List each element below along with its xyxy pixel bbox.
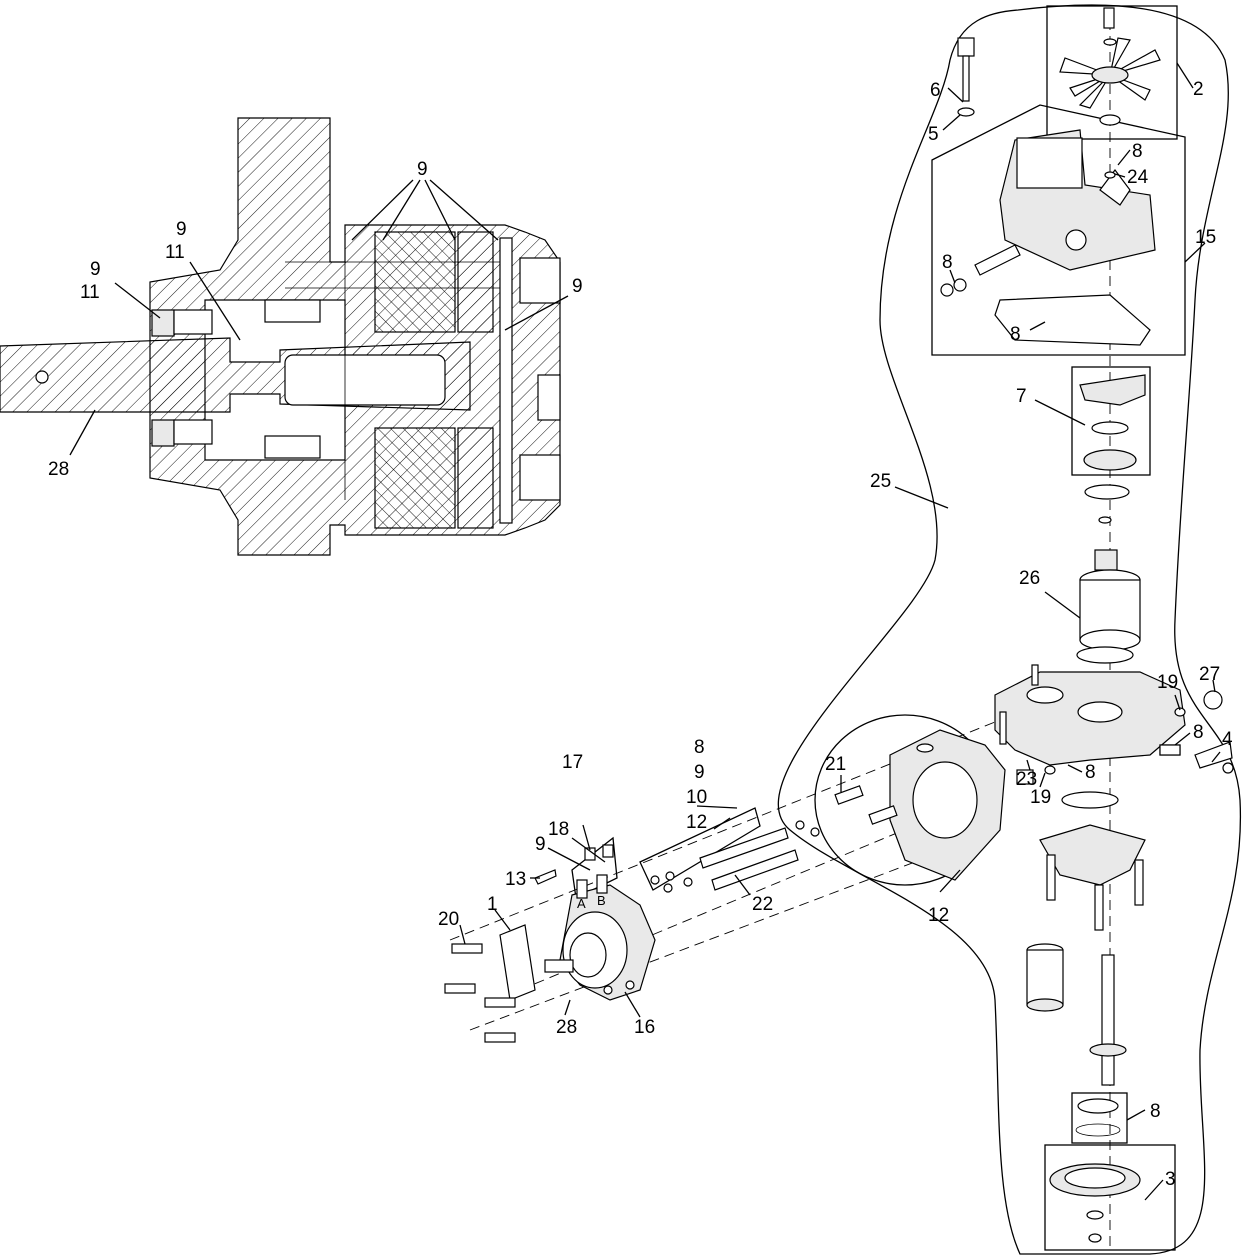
- bearing-lower: [173, 419, 213, 445]
- end-plate-lower: [457, 427, 494, 529]
- callout-3: 3: [1165, 1169, 1176, 1190]
- callout-9: 9: [572, 276, 583, 297]
- cross-section-leaders: [69, 179, 569, 456]
- callout-9: 9: [417, 159, 428, 180]
- callout-2: 2: [1193, 79, 1204, 100]
- main-case: [994, 664, 1233, 769]
- fitting-23: [1016, 765, 1056, 785]
- callout-9: 9: [176, 219, 187, 240]
- bearing-2-upper: [264, 299, 321, 323]
- callout-8: 8: [1085, 762, 1096, 783]
- callout-22: 22: [752, 894, 773, 915]
- callout-9: 9: [535, 834, 546, 855]
- callout-6: 6: [930, 80, 941, 101]
- callout-8: 8: [694, 737, 705, 758]
- seal-group-box: [1071, 1092, 1128, 1144]
- callout-18: 18: [548, 819, 569, 840]
- fan-group-box: [1046, 5, 1178, 140]
- callout-27: 27: [1199, 664, 1220, 685]
- gasket-ring: [1061, 791, 1119, 809]
- port-b-mark: B: [597, 893, 606, 908]
- bracket-and-bolts: [444, 924, 536, 1043]
- pintle: [284, 354, 446, 406]
- bearing-stack: [1079, 374, 1146, 571]
- callout-28: 28: [48, 459, 69, 480]
- bearing-2-lower: [264, 435, 321, 459]
- callout-8: 8: [1132, 141, 1143, 162]
- cylinder-block: [1076, 569, 1141, 664]
- callout-15: 15: [1195, 227, 1216, 248]
- callout-17: 17: [562, 752, 583, 773]
- lower-flange: [1039, 824, 1146, 931]
- callout-19: 19: [1157, 672, 1178, 693]
- callout-10: 10: [686, 787, 707, 808]
- callout-5: 5: [928, 124, 939, 145]
- callout-8: 8: [1010, 324, 1021, 345]
- bearing-group-box: [1071, 366, 1151, 476]
- right-side-fittings: [1159, 690, 1234, 774]
- callout-7: 7: [1016, 386, 1027, 407]
- callout-12: 12: [686, 812, 707, 833]
- shaft-hole: [35, 370, 49, 384]
- callout-24: 24: [1127, 167, 1149, 188]
- valve-plate: [499, 237, 513, 524]
- cylinder-block-upper: [374, 231, 456, 333]
- callout-9: 9: [90, 259, 101, 280]
- port-a-mark: A: [577, 896, 586, 911]
- callout-25: 25: [870, 471, 891, 492]
- assembly-boundary: [777, 4, 1242, 1255]
- callout-19: 19: [1030, 787, 1051, 808]
- callout-12: 12: [928, 905, 949, 926]
- upper-housing: [940, 129, 1156, 346]
- end-plate-upper: [457, 231, 494, 333]
- cooling-fan: [1059, 7, 1161, 126]
- assembly-leaders: [459, 62, 1221, 1201]
- callout-4: 4: [1222, 729, 1233, 750]
- callout-26: 26: [1019, 568, 1040, 589]
- hose-group-box: [639, 807, 761, 891]
- callout-8: 8: [942, 252, 953, 273]
- callout-28: 28: [556, 1017, 577, 1038]
- output-shaft: [1089, 954, 1127, 1086]
- cylinder-block-lower: [374, 427, 456, 529]
- callout-8: 8: [1150, 1101, 1161, 1122]
- cross-section-view: [0, 117, 561, 556]
- housing-group-box: [931, 104, 1186, 356]
- callout-11: 11: [80, 282, 100, 303]
- fitting-group-box: [571, 836, 618, 899]
- filter: [1026, 943, 1064, 1012]
- callout-16: 16: [634, 1017, 655, 1038]
- callout-13: 13: [505, 869, 526, 890]
- callout-23: 23: [1016, 769, 1037, 790]
- callout-8: 8: [1193, 722, 1204, 743]
- hose-set: [650, 820, 820, 893]
- callout-1: 1: [487, 894, 498, 915]
- check-valves: [834, 785, 898, 825]
- pump-body: [544, 844, 656, 1001]
- bearing-upper: [173, 309, 213, 335]
- lower-seal: [1075, 1098, 1121, 1137]
- pulley: [1049, 1163, 1141, 1243]
- center-section: [889, 729, 1006, 881]
- cover-lower: [519, 454, 561, 501]
- callout-21: 21: [825, 754, 846, 775]
- cover-upper: [519, 257, 561, 304]
- callout-20: 20: [438, 909, 459, 930]
- fill-cap: [957, 37, 975, 117]
- callout-11: 11: [165, 242, 185, 263]
- cover-mid: [537, 374, 561, 421]
- pin-13: [534, 869, 557, 885]
- seal-lower: [151, 419, 175, 447]
- callout-9: 9: [694, 762, 705, 783]
- callout-labels: 9 9 11 9 11 9 28 2 6 5 8 24 15 8 8 7 25 …: [48, 79, 1233, 1190]
